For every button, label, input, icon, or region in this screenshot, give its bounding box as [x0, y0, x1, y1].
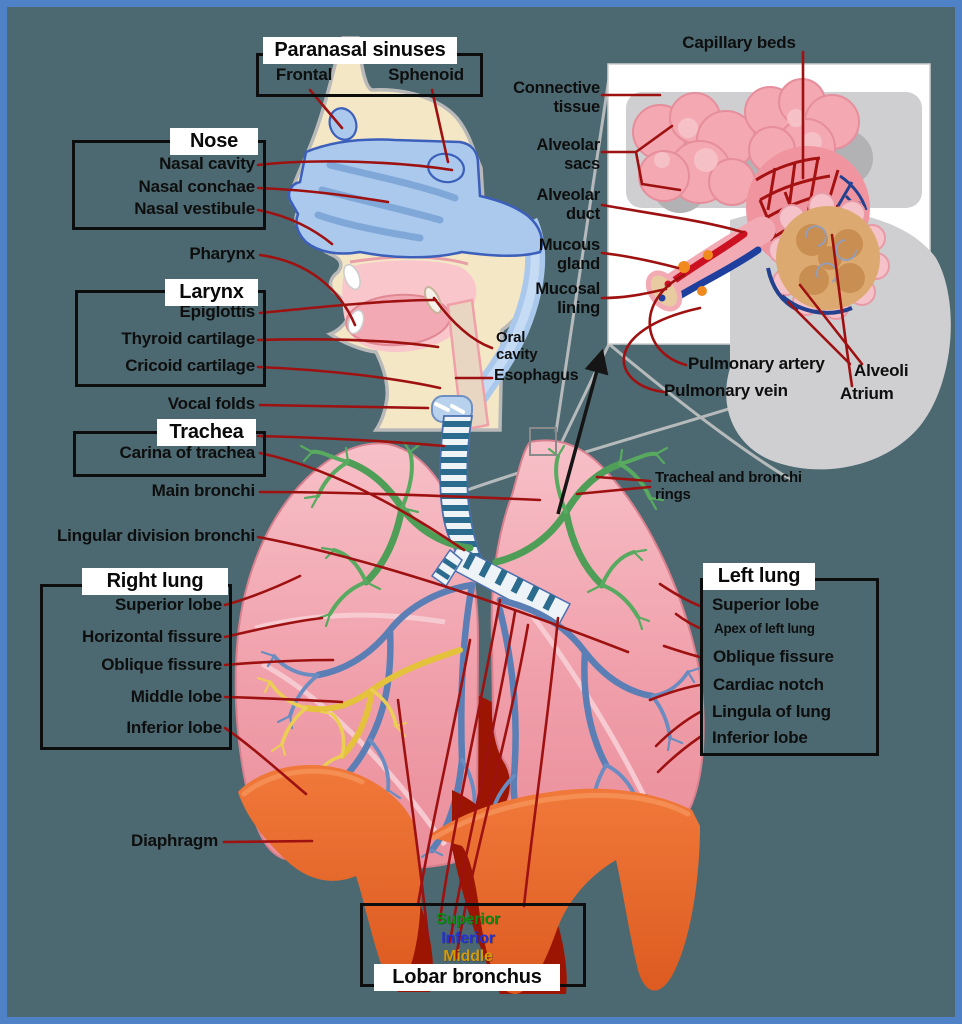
label-nasal-conchae: Nasal conchae	[138, 177, 256, 196]
label-esophagus: Esophagus	[494, 367, 579, 384]
label-lingular-division-bronchi: Lingular division bronchi	[56, 526, 255, 545]
label-ll-lingula: Lingula of lung	[712, 702, 831, 721]
left-lung-title: Left lung	[703, 563, 815, 590]
nose-title: Nose	[170, 128, 258, 155]
label-pulmonary-artery: Pulmonary artery	[688, 354, 825, 373]
atrium-illustration	[766, 192, 890, 320]
label-lobar-middle: Middle	[443, 948, 493, 965]
label-epiglottis: Epiglottis	[179, 302, 256, 321]
label-rl-middle-lobe: Middle lobe	[130, 687, 223, 706]
label-connective-tissue: Connective tissue	[513, 79, 600, 116]
label-atrium: Atrium	[840, 384, 894, 403]
label-lobar-inferior: Inferior	[441, 930, 495, 947]
label-sphenoid-sinus: Sphenoid	[388, 65, 464, 84]
label-cricoid-cartilage: Cricoid cartilage	[125, 356, 255, 375]
label-main-bronchi: Main bronchi	[151, 481, 256, 500]
paranasal-sinuses-title: Paranasal sinuses	[263, 37, 457, 64]
nose-bracket	[72, 140, 266, 230]
alveoli-inset	[607, 63, 951, 470]
label-pulmonary-vein: Pulmonary vein	[664, 381, 788, 400]
label-alveolar-duct: Alveolar duct	[536, 186, 600, 223]
label-tracheal-and-bronchi-rings: Tracheal and bronchi rings	[655, 469, 802, 503]
right-lung-title: Right lung	[82, 568, 228, 595]
label-nasal-cavity: Nasal cavity	[159, 154, 255, 173]
label-mucous-gland: Mucous gland	[538, 236, 600, 273]
label-nasal-vestibule: Nasal vestibule	[134, 199, 255, 218]
label-diaphragm: Diaphragm	[131, 831, 218, 850]
label-rl-horizontal-fissure: Horizontal fissure	[82, 627, 222, 646]
label-ll-oblique-fissure: Oblique fissure	[713, 647, 834, 666]
larynx-title: Larynx	[165, 279, 258, 306]
lobar-bronchus-title: Lobar bronchus	[374, 964, 560, 991]
label-vocal-folds: Vocal folds	[167, 394, 255, 413]
trachea-title: Trachea	[157, 419, 256, 446]
label-rl-inferior-lobe: Inferior lobe	[126, 718, 222, 737]
label-ll-cardiac-notch: Cardiac notch	[713, 675, 824, 694]
label-ll-inferior-lobe: Inferior lobe	[712, 728, 808, 747]
label-oral-cavity: Oral cavity	[496, 329, 538, 363]
label-carina-of-trachea: Carina of trachea	[119, 443, 256, 462]
label-thyroid-cartilage: Thyroid cartilage	[121, 329, 255, 348]
magnified-region-marker	[529, 427, 557, 456]
label-capillary-beds: Capillary beds	[682, 33, 796, 52]
head-illustration	[287, 36, 546, 438]
label-lobar-superior: Superior	[435, 911, 501, 928]
label-mucosal-lining: Mucosal lining	[535, 280, 600, 317]
label-rl-superior-lobe: Superior lobe	[115, 595, 222, 614]
label-ll-superior-lobe: Superior lobe	[712, 595, 819, 614]
label-pharynx: Pharynx	[189, 244, 255, 263]
bronchial-tree-green-left	[492, 444, 669, 631]
label-alveoli: Alveoli	[854, 361, 909, 380]
label-rl-oblique-fissure: Oblique fissure	[101, 655, 222, 674]
label-ll-apex: Apex of left lung	[714, 621, 815, 636]
bronchial-tree-blue-left	[479, 596, 702, 860]
label-alveolar-sacs: Alveolar sacs	[536, 136, 600, 173]
label-frontal-sinus: Frontal	[275, 65, 333, 84]
inset-arrow	[556, 348, 609, 515]
